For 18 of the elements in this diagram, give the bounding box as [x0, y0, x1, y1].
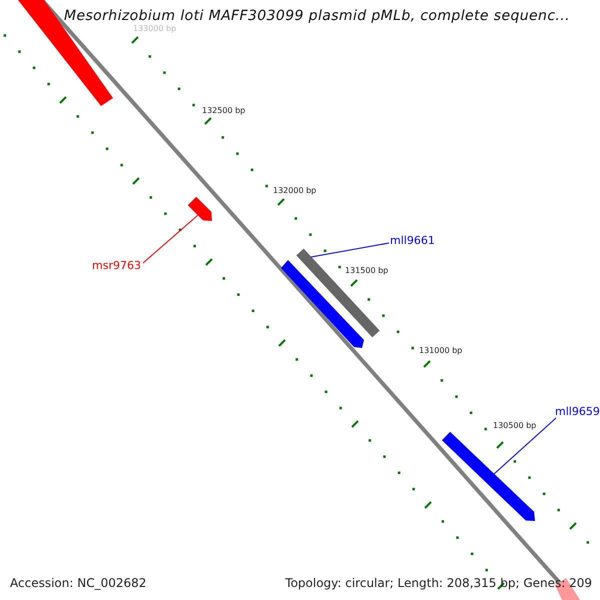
info-text: Accession: NC_002682 [10, 576, 146, 590]
position-label: 133000 bp [133, 24, 176, 33]
gene-arrow [442, 432, 535, 521]
leader-line [142, 214, 198, 264]
gene-bar [296, 248, 380, 338]
position-label: 131000 bp [419, 346, 462, 355]
position-label: 130500 bp [493, 421, 536, 430]
title: Mesorhizobium loti MAFF303099 plasmid pMLb, complete sequenc... [64, 8, 570, 24]
leader-line [310, 242, 390, 258]
gene-label: mll9661 [390, 234, 435, 247]
gene-label: msr9763 [92, 259, 141, 272]
info-text: Topology: circular; Length: 208,315 bp; Genes: 209 [285, 576, 592, 590]
position-label: 131500 bp [345, 266, 388, 275]
gene-arrow [188, 196, 212, 221]
position-label: 132000 bp [273, 186, 316, 195]
position-label: 132500 bp [202, 106, 246, 115]
gene-label: mll9659 [555, 405, 600, 418]
leader-line [494, 418, 556, 474]
